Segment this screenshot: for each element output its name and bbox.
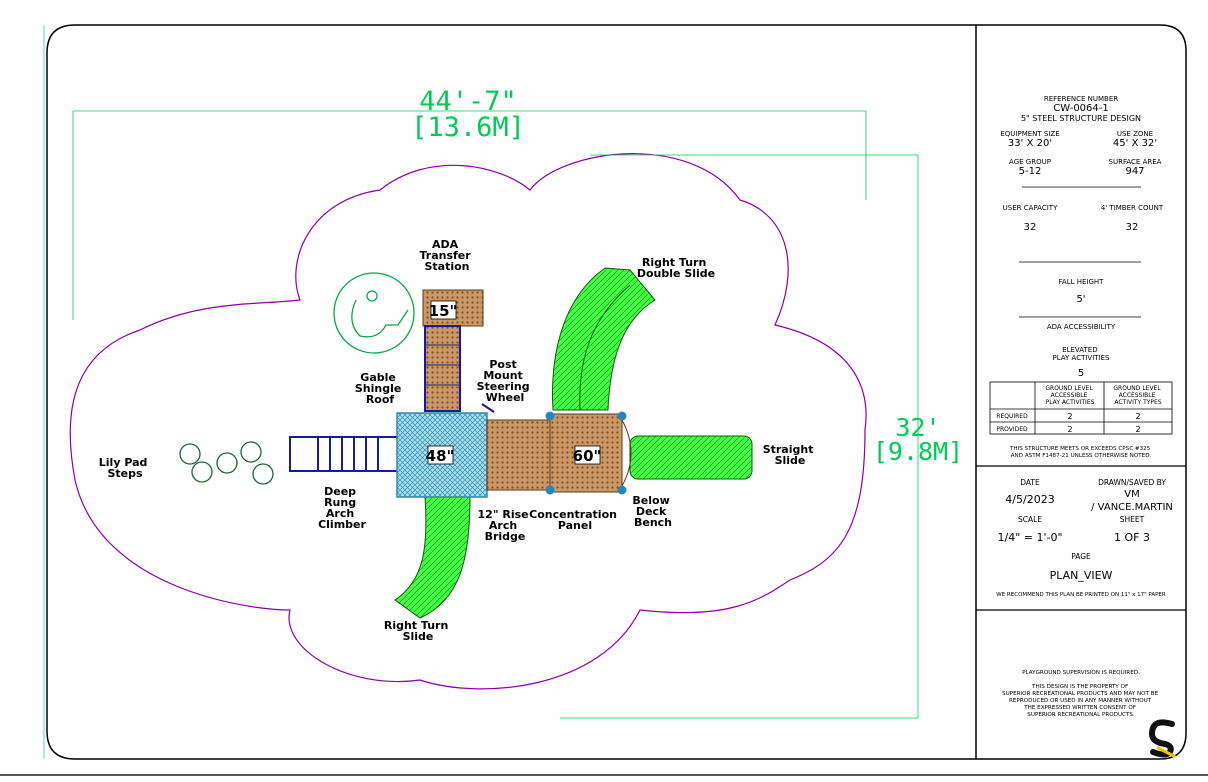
drawn-name: / VANCE.MARTIN	[1091, 502, 1173, 513]
fall-height: 5'	[1076, 294, 1085, 305]
elevated-label: ELEVATED PLAY ACTIVITIES	[1053, 346, 1111, 362]
label-gable-shingle-roof: Gable Shingle Roof	[355, 371, 405, 406]
timber-count: 32	[1126, 222, 1139, 233]
page: PLAN_VIEW	[1050, 569, 1113, 582]
title-block: REFERENCE NUMBER CW-0064-1 5" STEEL STRU…	[976, 95, 1186, 758]
ada-transfer-station: 15"	[422, 289, 484, 412]
accessibility-table: GROUND LEVEL ACCESSIBLE PLAY ACTIVITIES …	[989, 381, 1173, 435]
arch-bridge	[486, 419, 553, 491]
label-post-mount-steering-wheel: Post Mount Steering Wheel	[477, 358, 534, 404]
equip-size: 33' X 20'	[1008, 138, 1052, 149]
width-feet: 44'-7"	[419, 86, 517, 117]
width-meters: [13.6M]	[411, 112, 525, 143]
table-cell: 2	[1135, 412, 1140, 421]
date: 4/5/2023	[1005, 493, 1054, 506]
depth-meters: [9.8M]	[873, 437, 963, 466]
table-cell: 2	[1135, 425, 1140, 434]
drawn-initials: VM	[1124, 489, 1139, 500]
scale: 1/4" = 1'-0"	[997, 531, 1062, 544]
deck-60-label: 60"	[573, 447, 602, 465]
surface-area-label: SURFACE AREA	[1109, 158, 1162, 166]
supervision-note: PLAYGROUND SUPERVISION IS REQUIRED.	[1022, 670, 1140, 676]
label-straight-slide: Straight Slide	[763, 443, 818, 467]
table-row-required: REQUIRED	[996, 413, 1028, 420]
label-ada-transfer: ADA Transfer Station	[419, 238, 474, 273]
print-recommendation: WE RECOMMEND THIS PLAN BE PRINTED ON 11"…	[996, 592, 1166, 598]
use-zone-label: USE ZONE	[1117, 130, 1153, 138]
table-col1-header: GROUND LEVEL ACCESSIBLE PLAY ACTIVITIES	[1045, 385, 1094, 406]
label-deep-rung-arch-climber: Deep Rung Arch Climber	[318, 485, 366, 531]
surface-area: 947	[1125, 166, 1144, 177]
deck-48: 48"	[396, 412, 488, 498]
lily-pad-steps	[179, 441, 274, 485]
width-dimension: 44'-7" [13.6M]	[72, 86, 867, 320]
table-row-provided: PROVIDED	[996, 426, 1028, 433]
property-note: THIS DESIGN IS THE PROPERTY OF SUPERIOR …	[1002, 684, 1160, 718]
superior-logo-icon	[1148, 719, 1176, 758]
deck-60: 60"	[545, 411, 632, 495]
drawn-label: DRAWN/SAVED BY	[1098, 478, 1166, 487]
date-label: DATE	[1020, 478, 1040, 487]
age-group: 5-12	[1019, 166, 1042, 177]
age-group-label: AGE GROUP	[1009, 158, 1051, 166]
table-cell: 2	[1067, 412, 1072, 421]
use-zone: 45' X 32'	[1113, 138, 1157, 149]
table-cell: 2	[1067, 425, 1072, 434]
compliance-note: THIS STRUCTURE MEETS OR EXCEEDS CPSC #32…	[1009, 446, 1152, 459]
deck-15-label: 15"	[429, 302, 458, 320]
sheet-label: SHEET	[1120, 515, 1145, 524]
ref-label: REFERENCE NUMBER	[1044, 95, 1118, 103]
sheet: 1 OF 3	[1114, 531, 1150, 544]
page-label: PAGE	[1071, 552, 1091, 561]
use-zone-outline	[69, 153, 867, 690]
depth-feet: 32'	[895, 413, 940, 442]
label-lily-pad-steps: Lily Pad Steps	[99, 456, 151, 480]
right-turn-slide	[394, 496, 471, 619]
timber-count-label: 4' TIMBER COUNT	[1101, 204, 1164, 212]
label-rise-arch-bridge: 12" Rise Arch Bridge	[478, 508, 533, 543]
ada-wheelchair-icon	[333, 272, 415, 354]
user-capacity-label: USER CAPACITY	[1003, 204, 1058, 212]
component-labels: ADA Transfer Station Right Turn Double S…	[99, 238, 818, 643]
elevated-count: 5	[1078, 368, 1084, 379]
drawing-border	[46, 24, 1187, 760]
label-concentration-panel: Concentration Panel	[529, 508, 621, 532]
table-col2-header: GROUND LEVEL ACCESSIBLE ACTIVITY TYPES	[1113, 385, 1162, 406]
label-right-turn-double-slide: Right Turn Double Slide	[637, 256, 715, 280]
deck-48-label: 48"	[426, 447, 455, 465]
right-turn-double-slide	[552, 267, 656, 411]
label-below-deck-bench: Below Deck Bench	[632, 494, 673, 529]
label-right-turn-slide: Right Turn Slide	[384, 619, 452, 643]
depth-dimension: 32' [9.8M]	[560, 154, 963, 719]
steering-wheel-icon	[481, 403, 495, 413]
scale-label: SCALE	[1018, 515, 1042, 524]
straight-slide	[629, 435, 753, 480]
ada-label: ADA ACCESSIBILITY	[1047, 323, 1116, 331]
user-capacity: 32	[1024, 222, 1037, 233]
fall-height-label: FALL HEIGHT	[1059, 278, 1105, 286]
equip-size-label: EQUIPMENT SIZE	[1000, 130, 1059, 138]
design-type: 5" STEEL STRUCTURE DESIGN	[1021, 114, 1141, 123]
ref-number: CW-0064-1	[1053, 103, 1109, 114]
